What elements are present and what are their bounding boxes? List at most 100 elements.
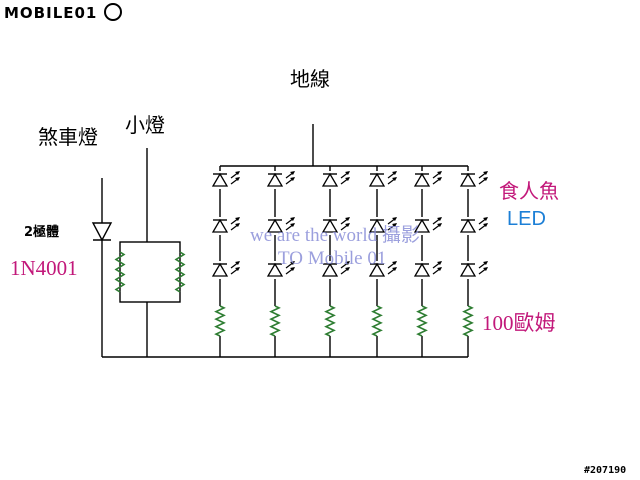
light-arrow-head [290, 171, 295, 175]
led-bg [368, 217, 386, 235]
wires [101, 124, 469, 358]
led-bg [211, 261, 229, 279]
light-arrow-head [392, 177, 397, 181]
light-arrow-head [392, 261, 397, 265]
led-icon [266, 218, 284, 233]
light-arrow-head [345, 177, 350, 181]
light-arrow-head [235, 223, 240, 227]
led-icon [413, 218, 431, 233]
post-id: #207190 [584, 465, 626, 476]
led-icon [413, 262, 431, 277]
led-icon [368, 262, 386, 277]
light-arrow-head [235, 217, 240, 221]
light-arrow-head [483, 171, 488, 175]
led-bg [459, 217, 477, 235]
light-arrow-head [345, 261, 350, 265]
led-bg [266, 217, 284, 235]
led-icon [211, 172, 229, 187]
light-arrow-head [345, 223, 350, 227]
light-arrow-head [290, 261, 295, 265]
light-arrow-head [483, 217, 488, 221]
light-arrow-head [483, 223, 488, 227]
watermark-line-1: we are the world 攝影 [250, 224, 420, 246]
resistor-100-ohm-icon-2 [269, 305, 281, 337]
ground-label: 地線 [290, 67, 330, 91]
mobile01-logo: MOBILE01 [4, 3, 122, 22]
led-label: LED [507, 208, 546, 230]
led-bg [413, 261, 431, 279]
light-arrow-head [235, 171, 240, 175]
brake-light-label: 煞車燈 [38, 125, 98, 149]
led-bg [211, 171, 229, 189]
led-bg [459, 171, 477, 189]
led-bg [368, 171, 386, 189]
led-icon [368, 172, 386, 187]
led-icon [459, 172, 477, 187]
light-arrow-head [290, 217, 295, 221]
light-arrow-head [483, 261, 488, 265]
resistor-value-label: 100歐姆 [482, 311, 556, 335]
diode-part-label: 1N4001 [10, 256, 78, 280]
light-arrow-head [392, 217, 397, 221]
light-arrow-head [437, 177, 442, 181]
light-arrow-head [392, 171, 397, 175]
led-icon [211, 262, 229, 277]
small-light-coil-left-icon [114, 251, 126, 293]
light-arrow-head [437, 171, 442, 175]
light-arrow-head [437, 223, 442, 227]
small-light-coil-right-icon [174, 251, 186, 293]
resistor-100-ohm-icon-5 [416, 305, 428, 337]
light-arrow-head [483, 177, 488, 181]
light-arrow-head [290, 223, 295, 227]
logo-text: MOBILE01 [4, 4, 97, 22]
light-arrow-head [345, 217, 350, 221]
watermark-line-2: TO Mobile 01 [278, 248, 386, 269]
light-arrow-head [392, 267, 397, 271]
diode-1n4001-icon [91, 222, 113, 242]
led-bg [266, 171, 284, 189]
led-icon [321, 218, 339, 233]
led-bg [413, 217, 431, 235]
led-icon [459, 218, 477, 233]
light-arrow-head [235, 177, 240, 181]
light-arrow-head [345, 171, 350, 175]
led-bg [321, 217, 339, 235]
light-arrow-head [290, 267, 295, 271]
led-bg [211, 217, 229, 235]
light-arrow-head [437, 217, 442, 221]
resistor-100-ohm-icon-4 [371, 305, 383, 337]
light-arrow-head [483, 267, 488, 271]
led-icon [459, 262, 477, 277]
resistor-100-ohm-icon-3 [324, 305, 336, 337]
led-bg [413, 171, 431, 189]
piranha-label: 食人魚 [499, 179, 559, 203]
logo-ring-icon [104, 3, 122, 21]
led-icon [368, 218, 386, 233]
coil-frame [119, 241, 181, 303]
led-bg [321, 261, 339, 279]
light-arrow-head [437, 261, 442, 265]
led-bg [459, 261, 477, 279]
light-arrow-head [345, 267, 350, 271]
led-icon [211, 218, 229, 233]
light-arrow-head [235, 267, 240, 271]
led-icon [321, 262, 339, 277]
light-arrow-head [290, 177, 295, 181]
diode-label: 2極體 [24, 224, 59, 240]
light-arrow-head [235, 261, 240, 265]
led-bg [266, 261, 284, 279]
resistor-100-ohm-icon-6 [462, 305, 474, 337]
led-bg [368, 261, 386, 279]
components [91, 171, 488, 337]
led-icon [266, 172, 284, 187]
small-light-label: 小燈 [125, 113, 165, 137]
led-bg [321, 171, 339, 189]
light-arrow-head [437, 267, 442, 271]
resistor-100-ohm-icon-1 [214, 305, 226, 337]
led-icon [413, 172, 431, 187]
light-arrow-head [392, 223, 397, 227]
led-icon [321, 172, 339, 187]
led-icon [266, 262, 284, 277]
